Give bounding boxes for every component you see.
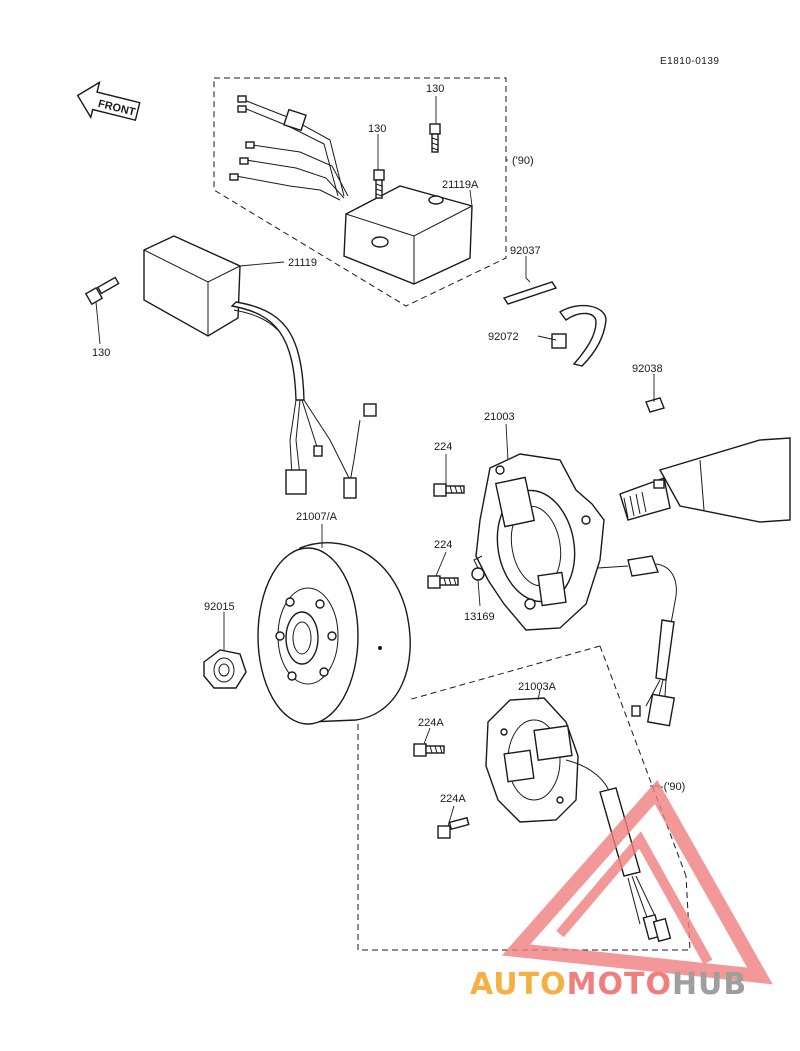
label-21003: 21003 xyxy=(484,411,515,423)
leader-lines xyxy=(95,96,660,827)
bolt-130-left xyxy=(84,276,120,306)
bolt-130-middle xyxy=(373,169,385,199)
screw-224a-upper xyxy=(413,743,445,757)
stator-21003 xyxy=(475,453,677,727)
label-92072: 92072 xyxy=(488,331,519,343)
watermark-logo-icon xyxy=(501,780,773,985)
label-130-middle: 130 xyxy=(368,123,386,135)
cdi-21119-cable xyxy=(230,301,377,499)
cdi-90-dashed-box xyxy=(213,77,507,307)
label-224a-upper: 224A xyxy=(418,717,444,729)
part-92072-clamp xyxy=(551,304,607,367)
label-13169: 13169 xyxy=(464,611,495,623)
watermark-auto: AUTO xyxy=(470,967,567,1002)
label-224-upper: 224 xyxy=(434,441,452,453)
label-year-90-top: ('90) xyxy=(512,155,534,167)
front-arrow-icon: FRONT xyxy=(76,80,141,122)
nut-92015 xyxy=(203,649,247,689)
part-labels: 130 130 130 21119A ('90) 21119 92037 920… xyxy=(92,83,685,805)
label-92015: 92015 xyxy=(204,601,235,613)
label-92038: 92038 xyxy=(632,363,663,375)
label-92037: 92037 xyxy=(510,245,541,257)
label-224a-lower: 224A xyxy=(440,793,466,805)
label-130-left: 130 xyxy=(92,347,110,359)
label-21119: 21119 xyxy=(288,257,317,269)
watermark-hub: HUB xyxy=(672,967,747,1002)
watermark-moto: MOTO xyxy=(567,967,672,1002)
label-year-90-bottom: -('90) xyxy=(660,781,685,793)
svg-text:AUTOMOTOHUB: AUTOMOTOHUB xyxy=(470,967,747,1002)
screw-224a-lower xyxy=(437,816,470,839)
watermark: AUTOMOTOHUB xyxy=(470,780,773,1002)
stator-21003a xyxy=(485,697,672,943)
cdi-unit-21119a xyxy=(343,185,473,285)
label-21003a: 21003A xyxy=(518,681,557,693)
label-21119a: 21119A xyxy=(442,179,479,191)
label-224-lower: 224 xyxy=(434,539,452,551)
bolt-130-top xyxy=(429,123,441,153)
label-21007a: 21007/A xyxy=(296,511,338,523)
cdi-21119a-wires xyxy=(229,95,349,201)
screw-224-lower xyxy=(427,575,459,589)
label-130-top: 130 xyxy=(426,83,444,95)
cdi-unit-21119 xyxy=(143,235,241,337)
screw-224-upper xyxy=(433,483,465,497)
diagram-code: E1810-0139 xyxy=(660,56,720,67)
rotor-21007 xyxy=(257,541,411,725)
part-92037-strip xyxy=(502,281,558,305)
part-92038-key xyxy=(645,397,665,413)
crankshaft xyxy=(619,437,791,523)
